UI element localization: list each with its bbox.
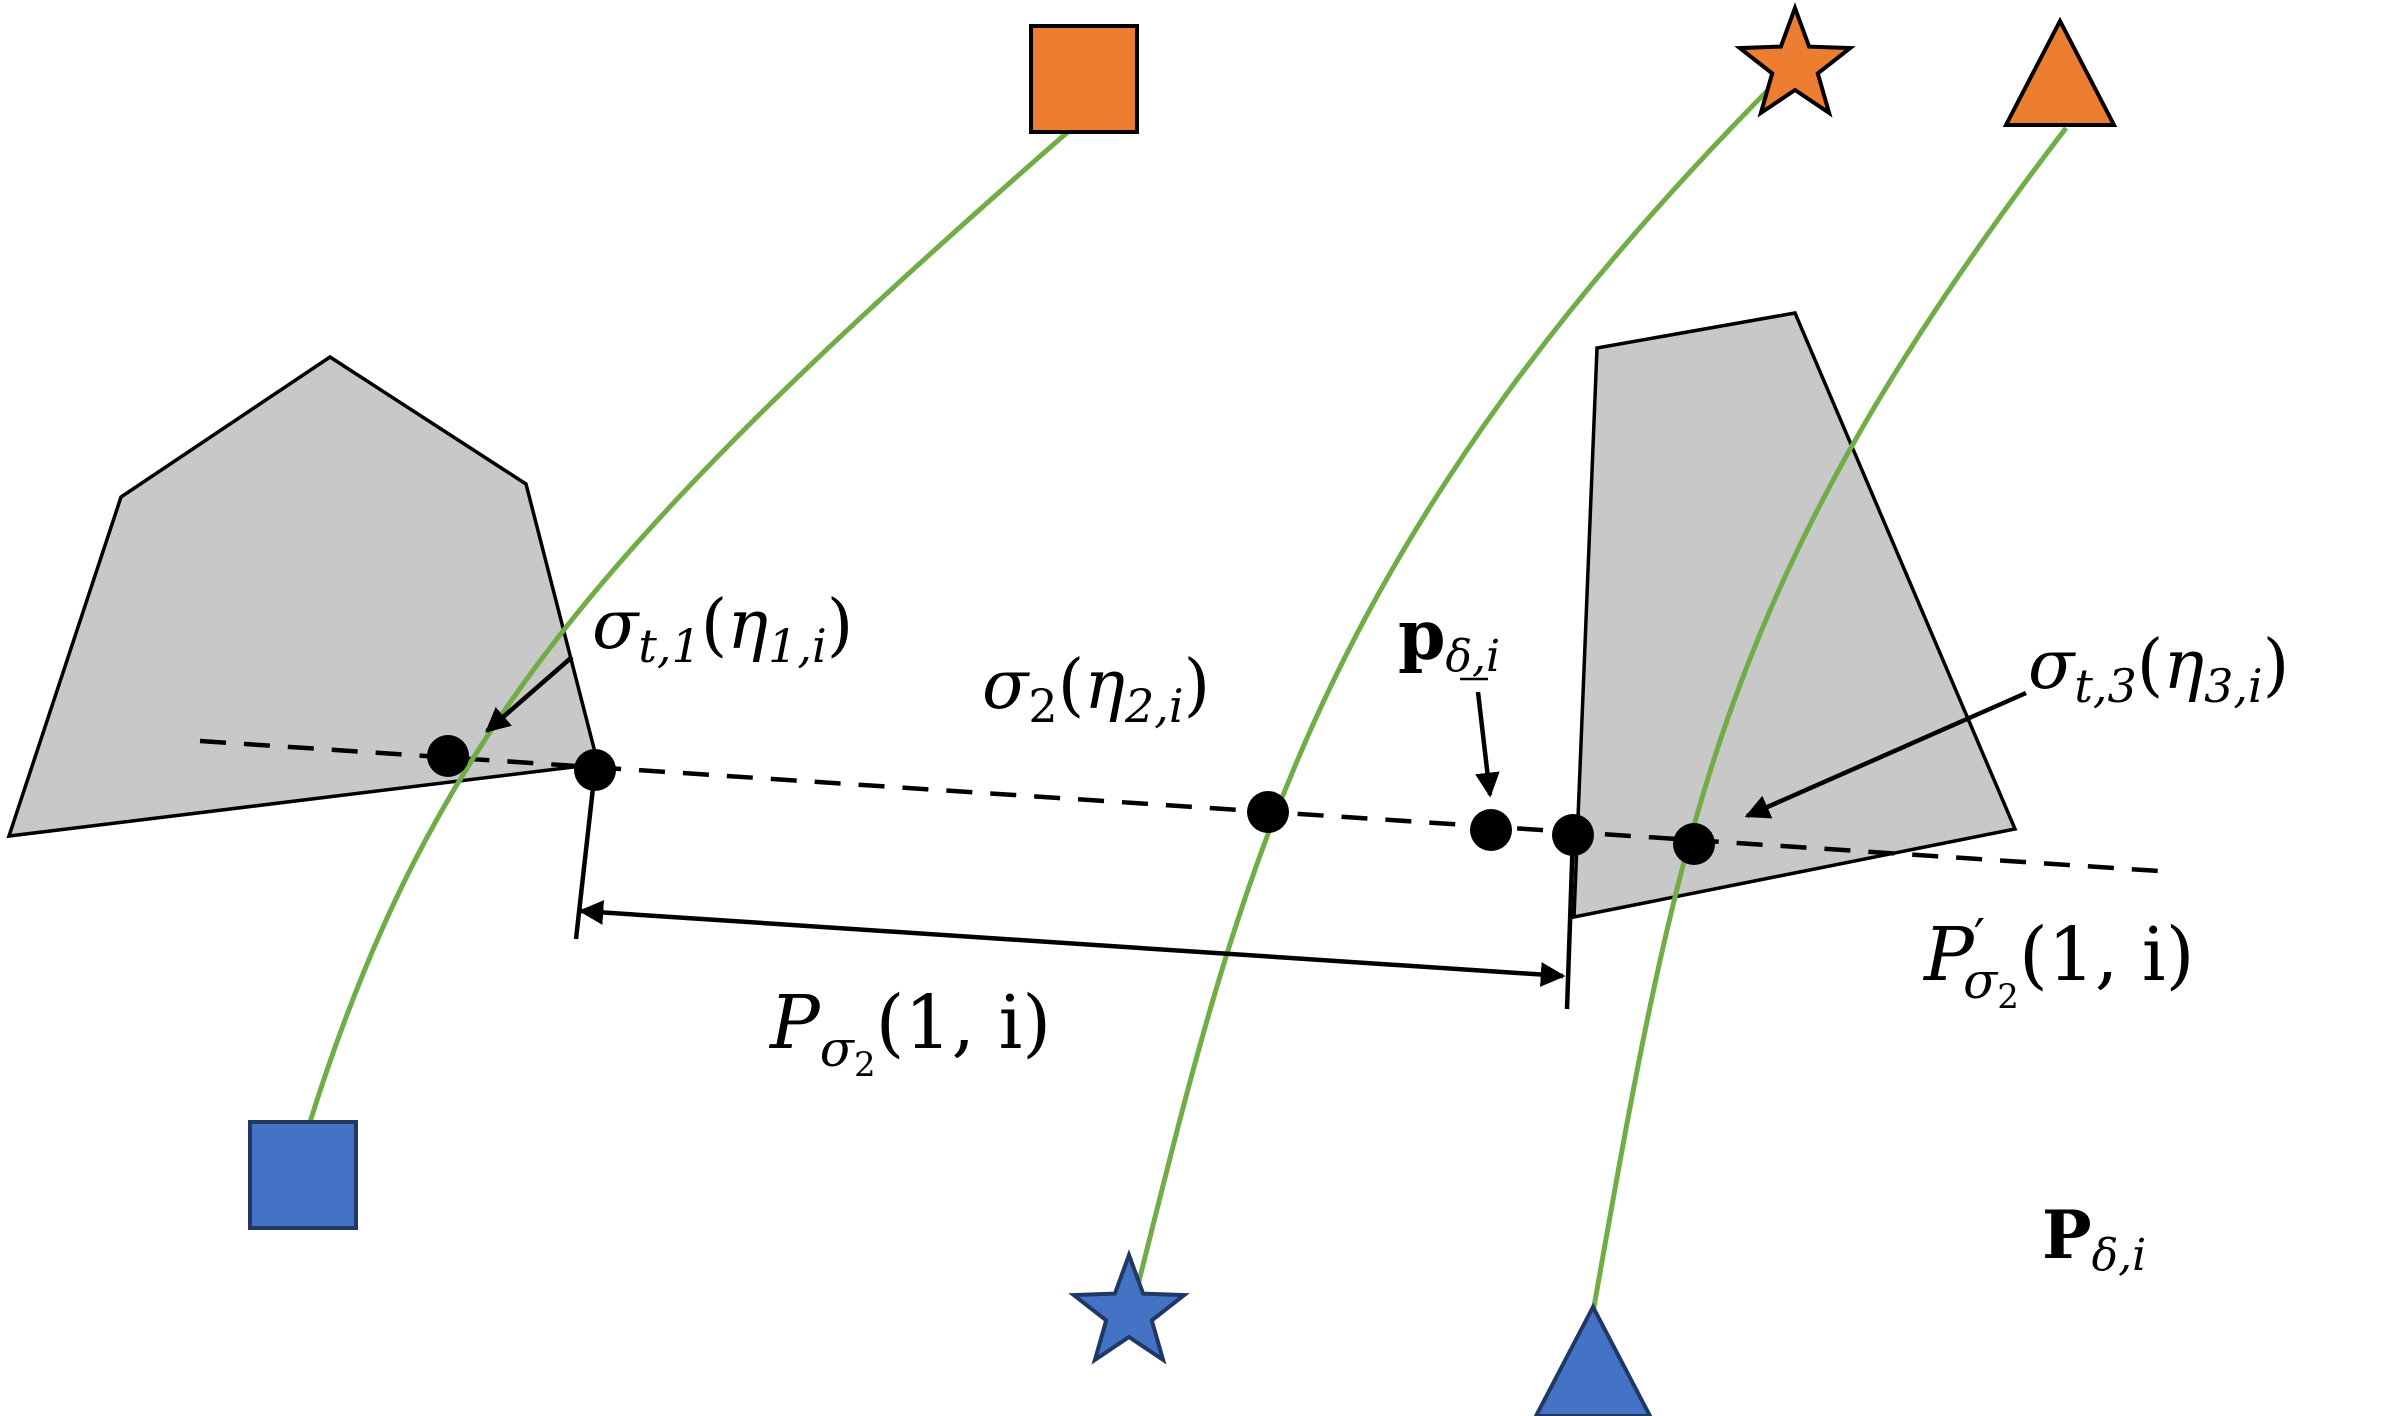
orange-star-icon (1734, 2, 1856, 118)
arrow-sigma-t1 (485, 655, 574, 733)
right-obstacle (1572, 311, 2018, 920)
label-P-sigma2: Pσ2(1, i) (768, 980, 1051, 1085)
point-sigma-2 (1247, 791, 1289, 833)
double-arrow-P-sigma2 (578, 900, 1566, 987)
label-P-delta: Pδ,i (2042, 1196, 2146, 1281)
trajectory-triangle (1589, 126, 2068, 1319)
right-boundary-tick (1564, 834, 1576, 1010)
point-right-boundary (1552, 814, 1594, 856)
trajectory-square (307, 128, 1072, 1123)
label-sigma-t3: σt,3(η3,i) (2028, 626, 2289, 713)
orange-square-icon (1029, 24, 1139, 134)
label-p-delta: pδ,i (1398, 596, 1500, 682)
blue-star-icon (1068, 1249, 1190, 1365)
orange-triangle-icon (2002, 16, 2118, 127)
point-p-delta (1470, 809, 1512, 851)
point-sigma-t1 (427, 735, 469, 777)
blue-square-icon (248, 1120, 358, 1230)
label-sigma-t1: σt,1(η1,i) (592, 586, 853, 673)
point-sigma-t3 (1673, 823, 1715, 865)
left-obstacle (6, 354, 601, 839)
trajectory-star (1134, 76, 1782, 1290)
label-P-prime-sigma2: P′σ2(1, i) (1922, 908, 2194, 1017)
dashed-line (199, 738, 2175, 875)
arrow-sigma-t3 (1744, 690, 2027, 819)
label-sigma-2: σ2(η2,i) (982, 646, 1210, 733)
point-left-boundary (574, 749, 616, 791)
blue-triangle-icon (1533, 1302, 1653, 1416)
arrow-p-delta (1475, 691, 1500, 798)
